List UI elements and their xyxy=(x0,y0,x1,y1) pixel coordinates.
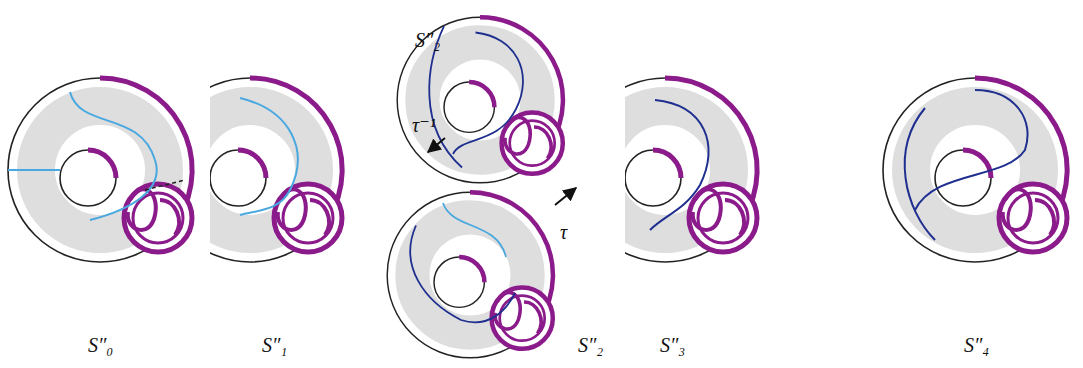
surface-label: S″₀ xyxy=(88,335,113,355)
surface-label: S″₄ xyxy=(964,335,989,355)
surface-label: S″₃ xyxy=(660,335,685,355)
surface-label: τ xyxy=(560,222,567,242)
surface-label: S″₂ xyxy=(415,30,440,50)
surface-label: S″₁ xyxy=(262,335,287,355)
surface-label: S″₂ xyxy=(578,335,603,355)
surface-label: τ⁻¹ xyxy=(412,115,436,135)
